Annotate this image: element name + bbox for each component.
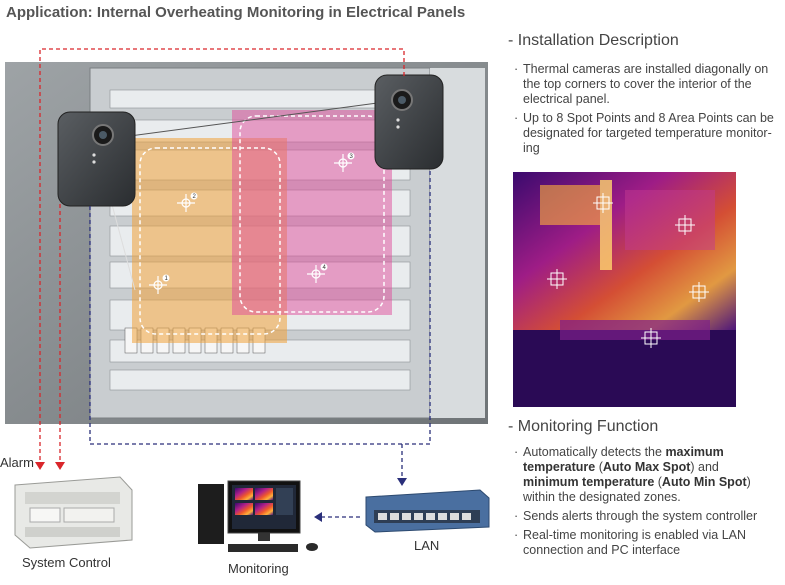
lan-arrow (314, 512, 322, 522)
network-switch-device (365, 489, 490, 533)
alarm-connection-line (39, 48, 405, 462)
spot-markers (149, 154, 352, 294)
heat-zone-magenta (232, 110, 392, 315)
spot-label: 2 (193, 194, 197, 200)
monitoring-label: Monitoring (228, 561, 289, 576)
monitoring-item-realtime: Real-time monitoring is enabled via LAN … (514, 528, 776, 558)
page-title: Application: Internal Overheating Monito… (6, 4, 466, 21)
lan-arrow (397, 478, 407, 486)
thermal-camera-left (57, 111, 136, 207)
lan-connection-line (89, 170, 431, 518)
spot-label: 4 (323, 265, 327, 271)
spot-marker (177, 194, 195, 212)
alarm-label: Alarm (0, 455, 34, 470)
installation-item: Thermal cameras are installed diagonally… (514, 62, 776, 107)
monitoring-heading: - Monitoring Function (508, 418, 659, 435)
system-controller-device (14, 476, 133, 549)
area-point-outline (239, 115, 385, 313)
spot-marker (307, 265, 325, 283)
thermal-image (513, 172, 736, 407)
installation-heading: - Installation Description (508, 32, 679, 49)
area-point-outline (139, 147, 281, 335)
installation-list: Thermal cameras are installed diagonally… (514, 62, 776, 160)
alarm-arrow (35, 462, 45, 470)
system-control-label: System Control (22, 555, 111, 570)
spot-marker (149, 276, 167, 294)
alarm-arrow (55, 462, 65, 470)
lan-label: LAN (414, 538, 440, 553)
spot-marker (334, 154, 352, 172)
electrical-panel-photo (5, 62, 488, 424)
monitoring-item-auto-detect: Automatically detects the maximum temper… (514, 445, 776, 505)
installation-item: Up to 8 Spot Points and 8 Area Points ca… (514, 111, 776, 156)
spot-label: 3 (350, 154, 354, 160)
monitoring-item-alerts: Sends alerts through the system controll… (514, 509, 776, 524)
monitoring-list: Automatically detects the maximum temper… (514, 445, 776, 562)
spot-label: 1 (165, 276, 169, 282)
pc-monitoring-station (198, 480, 318, 552)
thermal-camera-right (374, 74, 444, 170)
